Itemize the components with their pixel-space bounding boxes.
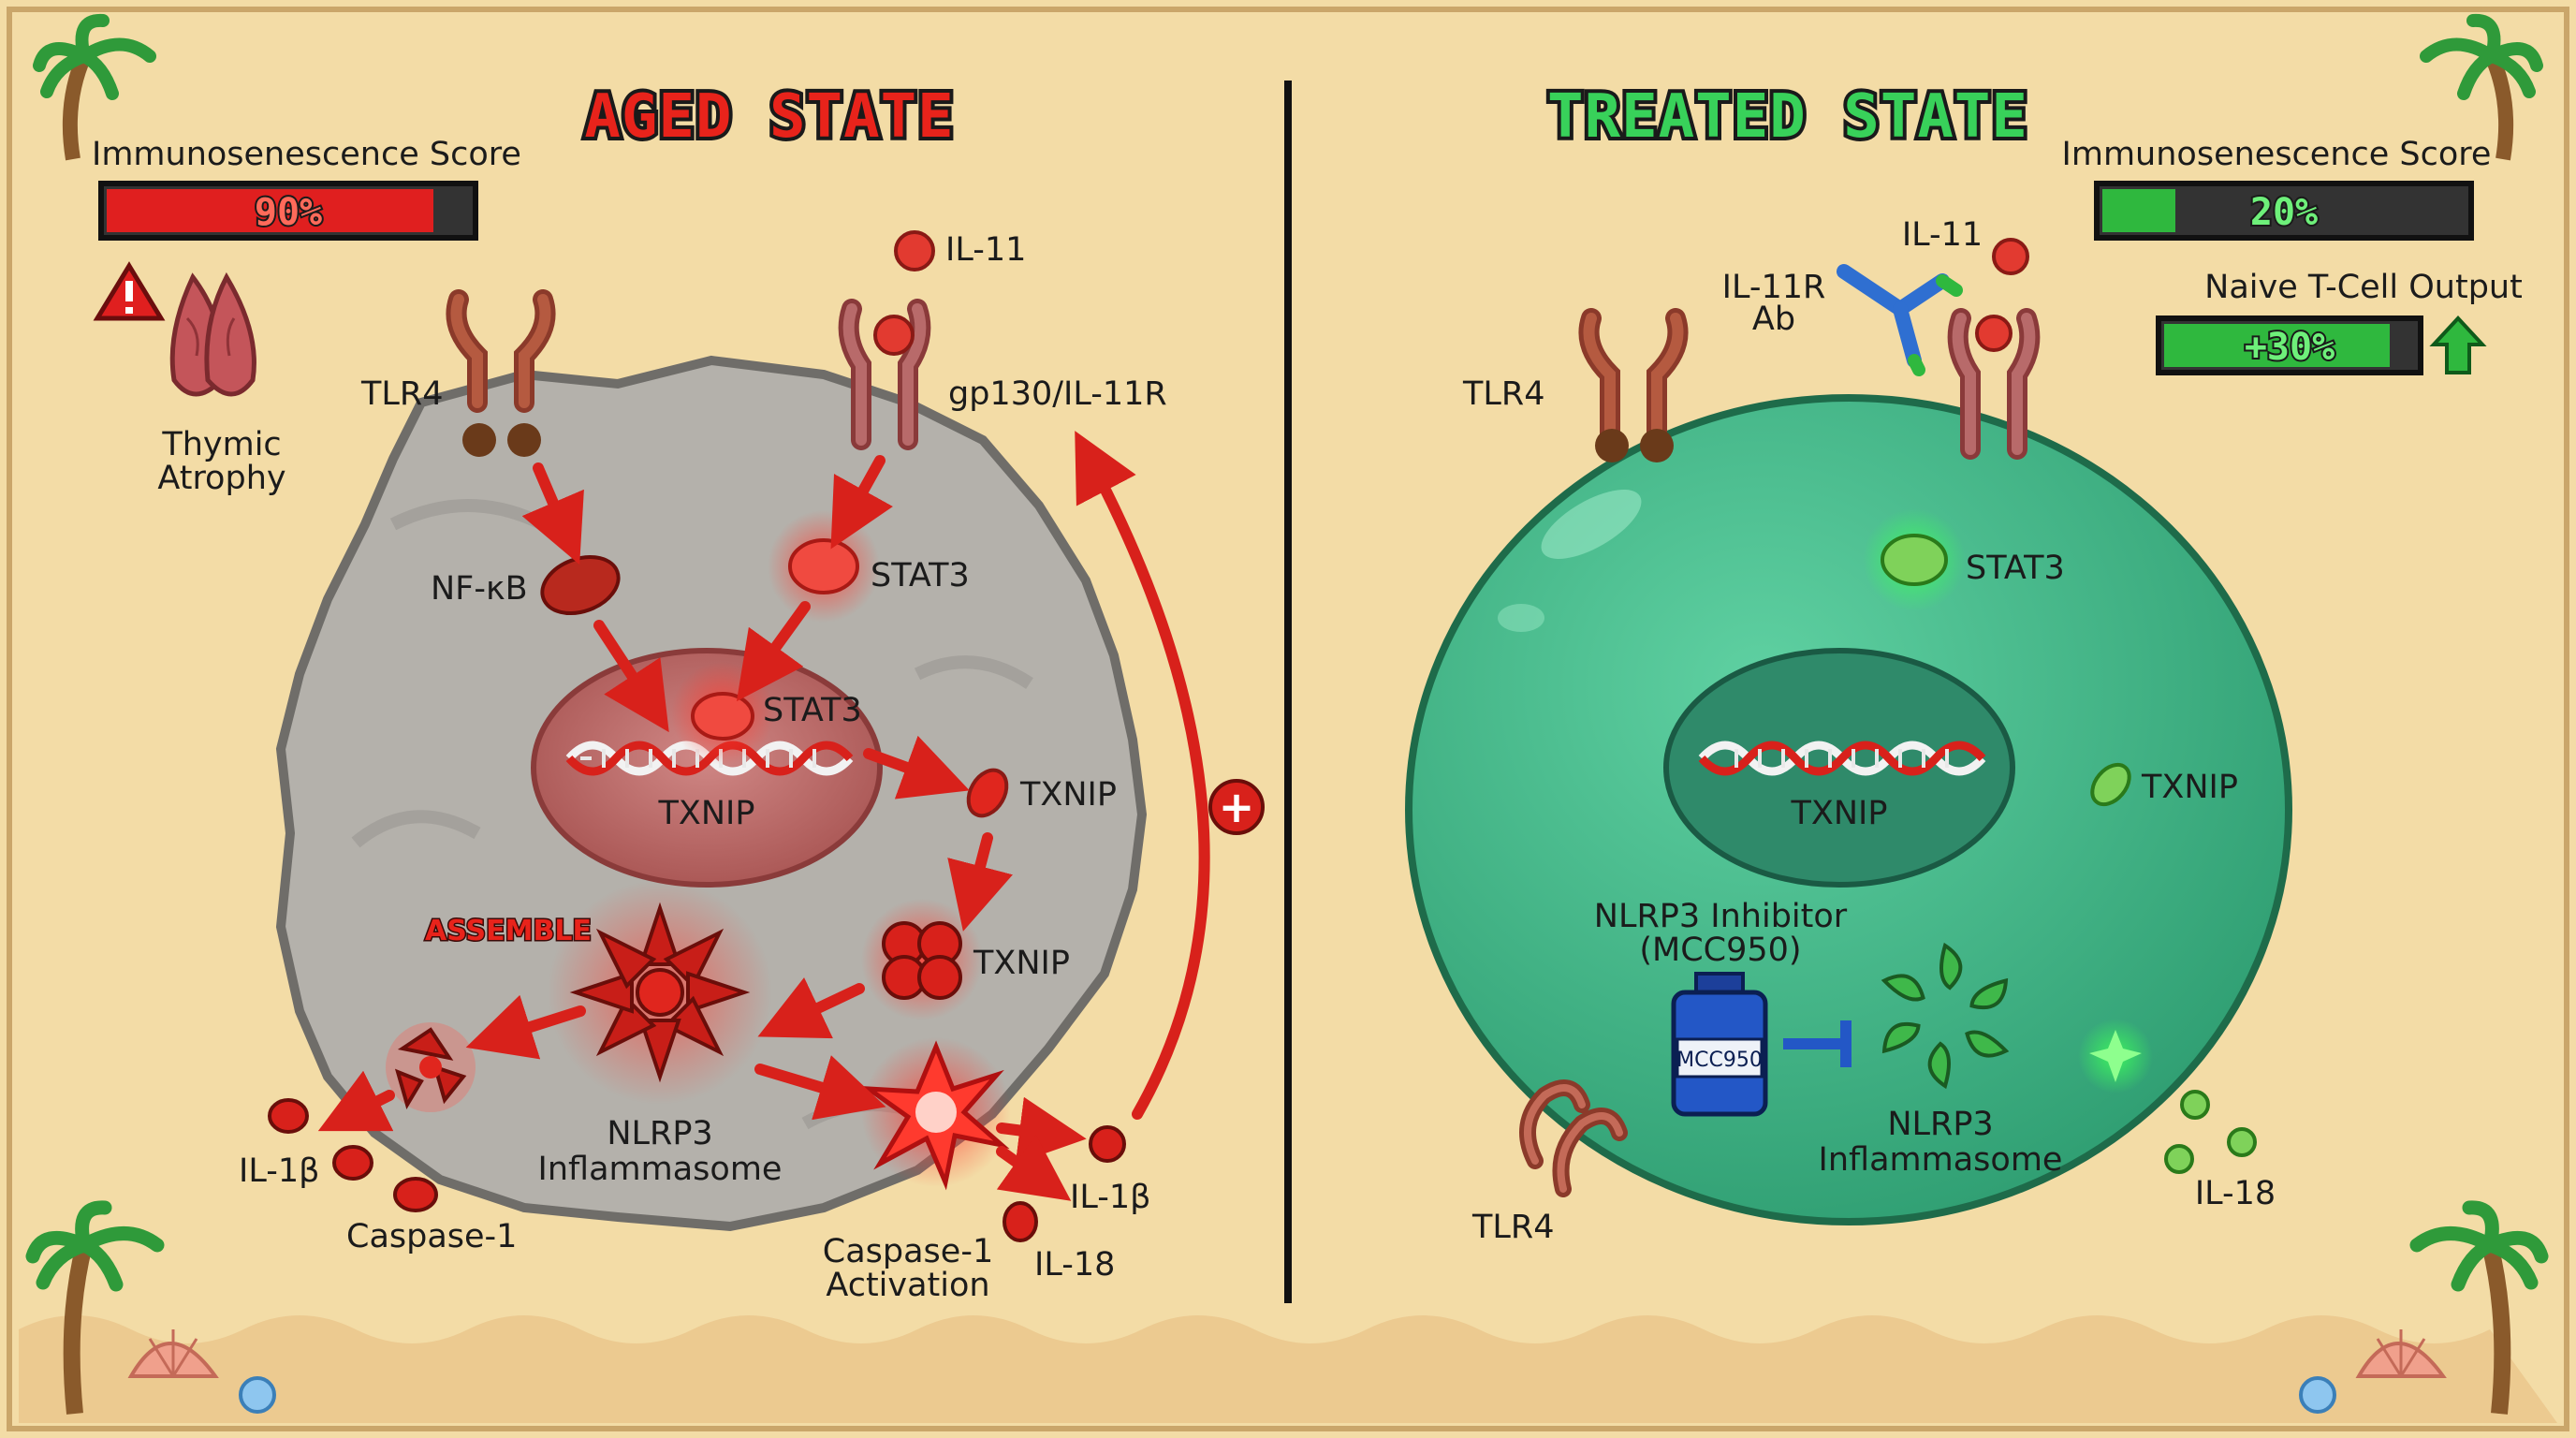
broken-inflammasome-icon — [386, 1022, 476, 1112]
aged-score-bar-fill — [107, 189, 433, 232]
naive-output-label: Naive T-Cell Output — [2204, 269, 2523, 306]
treated-nucleus-txnip-label: TXNIP — [1791, 795, 1888, 832]
seashell-icon — [2355, 1329, 2447, 1378]
treated-panel: TREATED STATE Immunosenescence Score 20%… — [1405, 79, 2523, 1246]
aged-il1b-left-label: IL-1β — [239, 1152, 319, 1190]
treated-tlr4-bottom-label: TLR4 — [1471, 1209, 1554, 1246]
gp130-receptor-icon — [838, 299, 931, 450]
treated-stat3-label: STAT3 — [1966, 550, 2065, 587]
il11r-ab-label: IL-11R — [1722, 269, 1826, 306]
treated-nucleus — [1663, 648, 2015, 888]
positive-feedback-icon — [1208, 779, 1265, 835]
palm-tree-icon — [2409, 1200, 2549, 1415]
il18-particle-icon — [2227, 1127, 2257, 1157]
nlrp3-inflammasome-icon — [1881, 942, 2010, 1090]
thymic-atrophy-label: Atrophy — [157, 460, 285, 497]
warning-triangle-icon — [93, 261, 166, 321]
il18-particle-icon — [2164, 1144, 2194, 1174]
mcc950-bottle-label: MCC950 — [1676, 1049, 1763, 1072]
dna-helix-icon — [1698, 741, 1986, 776]
il1b-particle-icon — [332, 1145, 373, 1181]
stat3-icon — [1881, 534, 1948, 586]
stat3-icon — [788, 538, 859, 594]
txnip-icon — [966, 768, 1009, 818]
aged-nlrp3-label: NLRP3 — [607, 1115, 712, 1152]
palm-tree-icon — [2420, 13, 2543, 161]
treated-il11-label: IL-11 — [1902, 216, 1983, 254]
treated-tlr4-top-label: TLR4 — [1462, 375, 1544, 413]
txnip-cluster-glow — [861, 899, 983, 1020]
thymus-icon — [169, 271, 256, 397]
nuclear-stat3-label: STAT3 — [763, 692, 862, 729]
aged-panel: AGED STATE Immunosenescence Score 90% Th… — [92, 79, 1265, 1304]
treated-txnip-label: TXNIP — [2141, 769, 2238, 806]
mcc950-bottle-icon — [1671, 972, 1768, 1117]
up-arrow-icon — [2429, 315, 2487, 374]
palm-tree-icon — [25, 1200, 165, 1415]
frame-border — [7, 7, 2569, 1431]
tlr4-receptor-icon — [446, 289, 556, 457]
nlrp3-inflammasome-icon — [569, 902, 751, 1083]
aged-caspase-left-label: Caspase-1 — [346, 1218, 517, 1255]
txnip-cluster-icon — [882, 921, 962, 1000]
aged-il1b-right-label: IL-1β — [1070, 1179, 1150, 1216]
treated-score-bar-fill — [2102, 189, 2175, 232]
aged-nucleus-txnip-label: TXNIP — [658, 795, 755, 832]
aged-score-label: Immunosenescence Score — [92, 136, 521, 173]
pebble-icon — [2299, 1376, 2336, 1414]
pebble-icon — [239, 1376, 276, 1414]
caspase-activation-label: Activation — [826, 1267, 989, 1304]
aged-nlrp3-label: Inflammasome — [538, 1151, 783, 1188]
inhibitor-label: NLRP3 Inhibitor — [1594, 898, 1848, 935]
aged-stat3-label: STAT3 — [871, 557, 970, 594]
nuclear-stat3-icon — [691, 692, 754, 741]
inhibitor-label: (MCC950) — [1639, 932, 1801, 969]
aged-title: AGED STATE — [584, 82, 954, 152]
assemble-label: ASSEMBLE — [425, 915, 592, 947]
thymic-atrophy-label: Thymic — [161, 426, 281, 463]
pathway-arrows — [317, 431, 1210, 1201]
il11r-ab-label: Ab — [1752, 301, 1795, 338]
aged-cell-texture — [351, 499, 1033, 1130]
treated-title: TREATED STATE — [1547, 82, 2028, 152]
palm-tree-icon — [33, 13, 156, 161]
caspase-burst-icon — [860, 1037, 1011, 1191]
naive-output-bar-fill — [2164, 324, 2390, 367]
treated-score-value: 20% — [2250, 191, 2318, 234]
txnip-icon — [2090, 762, 2131, 807]
treated-il18-label: IL-18 — [2195, 1175, 2276, 1212]
aged-score-value: 90% — [255, 191, 322, 234]
aged-il11-label: IL-11 — [945, 231, 1026, 269]
positive-feedback-symbol: + — [1219, 782, 1255, 832]
nfkb-label: NF-κB — [431, 570, 528, 608]
il11r-receptor-icon — [1947, 308, 2041, 460]
antibody-icon — [1837, 264, 1963, 376]
seashell-icon — [127, 1329, 219, 1378]
inhibition-arrow — [1783, 1020, 1852, 1067]
aged-il18-label: IL-18 — [1034, 1246, 1115, 1284]
aged-gp130-label: gp130/IL-11R — [948, 375, 1167, 413]
il1b-particle-icon — [1089, 1125, 1126, 1163]
treated-nlrp3-label: Inflammasome — [1819, 1141, 2063, 1179]
caspase-particle-icon — [393, 1177, 438, 1212]
cell-highlight — [1498, 604, 1544, 632]
il11-ligand-icon — [894, 230, 935, 271]
aged-tlr4-label: TLR4 — [360, 375, 443, 413]
treated-score-label: Immunosenescence Score — [2062, 136, 2492, 173]
cell-highlight — [1541, 490, 1642, 559]
il18-particle-icon — [1003, 1201, 1038, 1242]
tlr4-receptor-icon — [1578, 308, 1689, 462]
membrane-spark-icon — [2089, 1030, 2142, 1082]
treated-nlrp3-label: NLRP3 — [1887, 1106, 1993, 1143]
aged-txnip-label-2: TXNIP — [973, 945, 1070, 982]
sand-wave — [19, 1315, 2557, 1423]
aged-txnip-label-1: TXNIP — [1019, 776, 1117, 814]
il1b-particle-icon — [268, 1098, 309, 1134]
il11-ligand-icon — [1992, 238, 2029, 275]
il18-particle-icon — [2180, 1090, 2210, 1120]
tlr4-receptor-icon — [1519, 1079, 1628, 1197]
caspase-activation-label: Caspase-1 — [823, 1233, 993, 1270]
naive-output-value: +30% — [2245, 326, 2334, 369]
